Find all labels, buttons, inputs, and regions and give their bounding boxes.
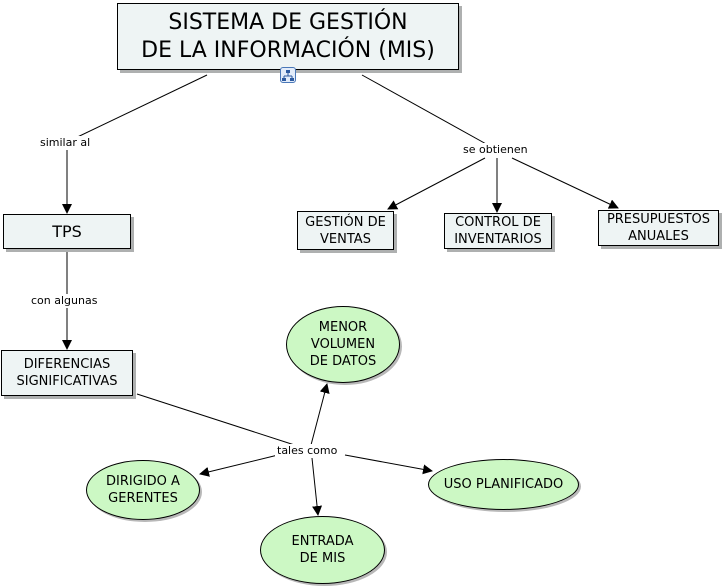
concept-presupuestos[interactable]: PRESUPUESTOS ANUALES	[598, 210, 719, 246]
link-obtienen-presupuestos	[511, 157, 619, 209]
concept-diferencias[interactable]: DIFERENCIAS SIGNIFICATIVAS	[1, 350, 133, 396]
link-label-similar: similar al	[38, 136, 93, 150]
link-label-obtienen: se obtienen	[461, 143, 530, 157]
link-mis-obtienen	[361, 74, 498, 151]
link-label-algunas: con algunas	[29, 294, 100, 308]
concept-uso[interactable]: USO PLANIFICADO	[428, 459, 579, 510]
concept-dirigido[interactable]: DIRIGIDO A GERENTES	[86, 460, 200, 520]
concept-ventas[interactable]: GESTIÓN DE VENTAS	[297, 211, 394, 250]
concept-inventarios[interactable]: CONTROL DE INVENTARIOS	[444, 213, 552, 249]
link-label-tales: tales como	[275, 444, 340, 458]
link-diferencias-tales	[136, 393, 311, 451]
link-tales-dirigido	[199, 454, 279, 477]
concept-entrada[interactable]: ENTRADA DE MIS	[260, 516, 385, 584]
link-tales-entrada	[311, 457, 323, 516]
concept-map-icon[interactable]	[280, 67, 296, 83]
link-tales-uso	[344, 454, 433, 475]
concept-menor-volumen[interactable]: MENOR VOLUMEN DE DATOS	[286, 306, 400, 383]
link-tales-menor	[310, 383, 330, 446]
hierarchy-icon	[282, 70, 294, 81]
concept-mis[interactable]: SISTEMA DE GESTIÓN DE LA INFORMACIÓN (MI…	[117, 3, 459, 70]
link-mis-similar	[66, 74, 208, 143]
concept-tps[interactable]: TPS	[3, 214, 131, 249]
link-obtienen-ventas	[387, 157, 486, 210]
